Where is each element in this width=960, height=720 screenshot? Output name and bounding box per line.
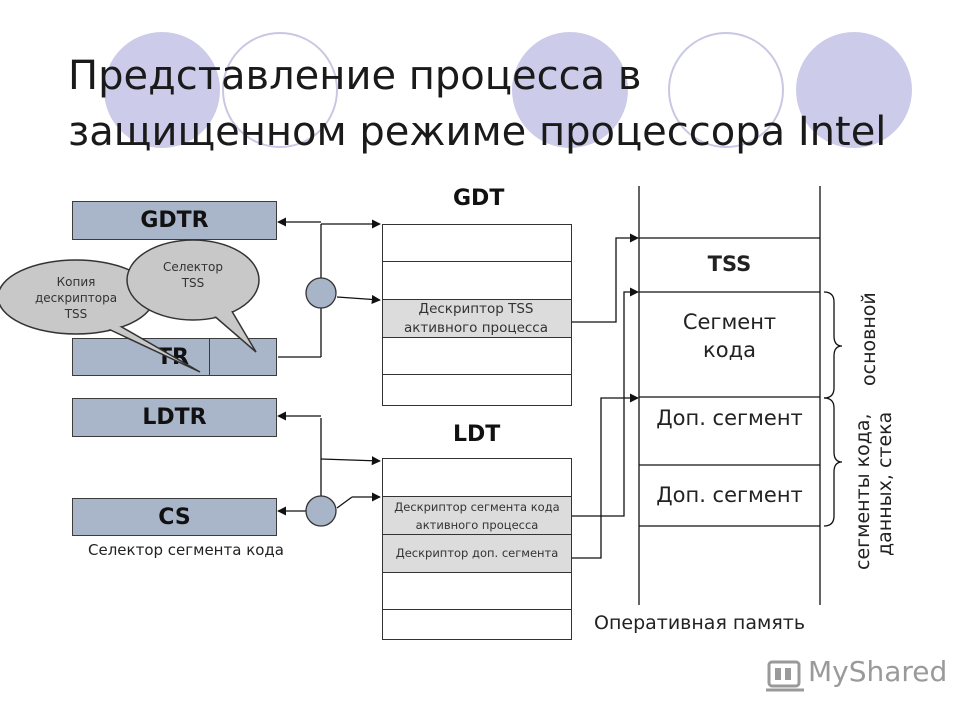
ldt-extra-descriptor-text: Дескриптор доп. сегмента	[395, 546, 559, 560]
selector-bubble	[126, 239, 260, 353]
ldt-row	[382, 609, 572, 640]
brace-main	[823, 291, 843, 399]
gdt-row	[382, 337, 572, 375]
gdt-label: GDT	[453, 186, 505, 211]
gdtr-label: GDTR	[140, 208, 209, 233]
brace-other-label-1: сегменты кода,	[852, 413, 874, 570]
memory-code-segment-label: Сегмент кода	[682, 310, 777, 362]
gdt-row	[382, 224, 572, 262]
gdtr-register: GDTR	[72, 201, 277, 240]
gdt-wiring	[277, 217, 381, 358]
decor-ring-1	[222, 32, 338, 148]
tr-divider	[209, 339, 210, 375]
copy-bubble-text: Копия дескриптора TSS	[34, 275, 118, 321]
memory-extra-segment-2-label: Доп. сегмент	[656, 483, 803, 507]
gdt-adder-node	[305, 277, 337, 309]
memory-tss-label: TSS	[707, 252, 752, 276]
memory-caption: Оперативная память	[594, 612, 806, 634]
logo-text: MyShared	[808, 655, 948, 688]
title-line-1: Представление процесса в	[68, 53, 642, 99]
slide-title: Представление процесса в защищенном режи…	[68, 48, 928, 160]
decor-ring-2	[668, 32, 784, 148]
ldt-label: LDT	[453, 422, 501, 447]
gdt-row	[382, 261, 572, 300]
decor-circle-1	[104, 32, 220, 148]
gdt-tss-descriptor-row	[382, 299, 572, 338]
brace-other	[823, 397, 843, 527]
ldtr-label: LDTR	[142, 405, 207, 430]
gdt-tss-descriptor-text: Дескриптор TSS активного процесса	[403, 301, 549, 336]
cs-selector-caption: Селектор сегмента кода	[88, 541, 284, 559]
cs-label: CS	[158, 504, 191, 530]
decor-circle-3	[796, 32, 912, 148]
cs-register: CS	[72, 498, 277, 536]
ldt-row	[382, 458, 572, 497]
logo-icon	[766, 660, 804, 692]
ldt-adder-node	[305, 495, 337, 527]
brace-other-label-2: данных, стека	[874, 411, 896, 556]
selector-bubble-text: Селектор TSS	[162, 260, 223, 290]
copy-bubble	[0, 259, 201, 373]
memory-extra-segment-1-label: Доп. сегмент	[656, 406, 803, 430]
gdt-row	[382, 374, 572, 406]
ldtr-register: LDTR	[72, 398, 277, 437]
brace-main-label: основной	[858, 292, 880, 386]
ldt-row	[382, 572, 572, 610]
ldt-wiring	[277, 411, 381, 516]
decor-circle-2	[512, 32, 628, 148]
memory-column	[638, 186, 821, 605]
ldt-code-descriptor-text: Дескриптор сегмента кода активного проце…	[394, 500, 560, 532]
title-line-2: защищенном режиме процессора Intel	[68, 109, 887, 155]
